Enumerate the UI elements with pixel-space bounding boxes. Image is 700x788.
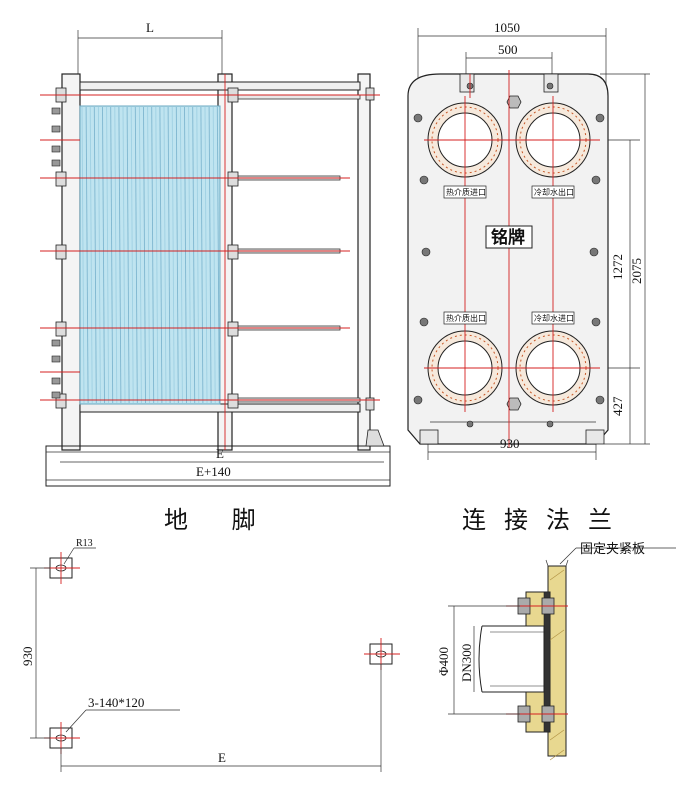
plate-line: [138, 106, 142, 404]
tie-rods: [229, 94, 361, 403]
plate-line: [171, 106, 175, 404]
label-clamping-plate: 固定夹紧板: [580, 542, 645, 557]
dim-E-foot: E: [218, 750, 226, 765]
plate-line: [184, 106, 187, 404]
dim-500: 500: [498, 42, 518, 57]
bottom-nut: [506, 397, 522, 411]
label-cold-in: 冷却水进口: [534, 313, 574, 323]
front-centerlines: [424, 70, 600, 448]
plate-line: [89, 106, 93, 404]
label-hot-out: 热介质出口: [446, 313, 486, 323]
label-pad-size: 3-140*120: [88, 695, 144, 710]
dim-L: L: [146, 20, 154, 35]
plate-line: [151, 106, 155, 404]
base: [45, 445, 391, 487]
plate-line: [147, 106, 151, 404]
plate-pack: [79, 105, 221, 405]
plate-hatch: [549, 569, 565, 761]
dim-930-foot: 930: [20, 647, 35, 667]
plate-lines: [81, 106, 220, 404]
plate-line: [159, 106, 163, 404]
dim-1272: 1272: [610, 254, 625, 280]
plate-line: [130, 106, 134, 404]
title-foot: 地 脚: [164, 506, 274, 534]
front-side-bolts: [413, 82, 605, 428]
plate-line: [122, 106, 126, 404]
centerlines: [40, 74, 380, 450]
plate-line: [118, 106, 122, 404]
support-column: [357, 73, 371, 451]
plate-line: [179, 106, 183, 404]
plate-line: [163, 106, 167, 404]
dim-1050: 1050: [494, 20, 520, 35]
flange-detail: 固定夹紧板 Φ400 DN300: [436, 542, 676, 761]
plate-line: [192, 106, 196, 404]
plate-line: [155, 106, 159, 404]
nameplate-text: 铭牌: [491, 227, 525, 248]
bottom-guide-bar: [79, 403, 361, 413]
side-bolts: [51, 107, 61, 399]
plate-line: [106, 106, 110, 404]
plate-line: [175, 106, 179, 404]
clamping-plate: [547, 565, 567, 757]
pipe: [482, 625, 545, 693]
dim-E-side: E: [216, 446, 224, 461]
plate-line: [110, 106, 114, 404]
dim-2075: 2075: [629, 258, 644, 284]
top-nut: [506, 95, 522, 109]
plate-line: [200, 106, 204, 404]
plate-line: [114, 106, 118, 404]
label-hot-in: 热介质进口: [446, 187, 486, 197]
plate-line: [134, 106, 138, 404]
plate-line: [204, 106, 208, 404]
plate-line: [81, 106, 85, 404]
plate-line: [208, 106, 212, 404]
dim-E140: E+140: [196, 464, 231, 479]
plate-line: [85, 106, 89, 404]
plate-line: [126, 106, 130, 404]
label-r13: R13: [76, 538, 93, 549]
dim-dn300: DN300: [459, 644, 474, 682]
title-flange: 连接法兰: [462, 506, 630, 534]
plate-line: [216, 106, 220, 404]
nameplate: [485, 225, 533, 249]
top-guide-bar: [79, 81, 361, 91]
plate-line: [167, 106, 171, 404]
side-view: L: [40, 20, 391, 487]
plate-line: [212, 106, 216, 404]
dim-930-front: 930: [500, 436, 520, 451]
plate-line: [143, 106, 146, 404]
dim-427: 427: [610, 396, 625, 416]
plate-line: [102, 106, 105, 404]
foot-layout: R13 930 3-140*120 E: [20, 538, 400, 772]
plate-line: [196, 106, 200, 404]
plate-line: [188, 106, 192, 404]
front-view: 1050 500: [407, 20, 650, 460]
label-cold-out: 冷却水出口: [534, 187, 574, 197]
plate-line: [93, 106, 97, 404]
plate-line: [97, 106, 101, 404]
dim-phi400: Φ400: [436, 647, 451, 676]
